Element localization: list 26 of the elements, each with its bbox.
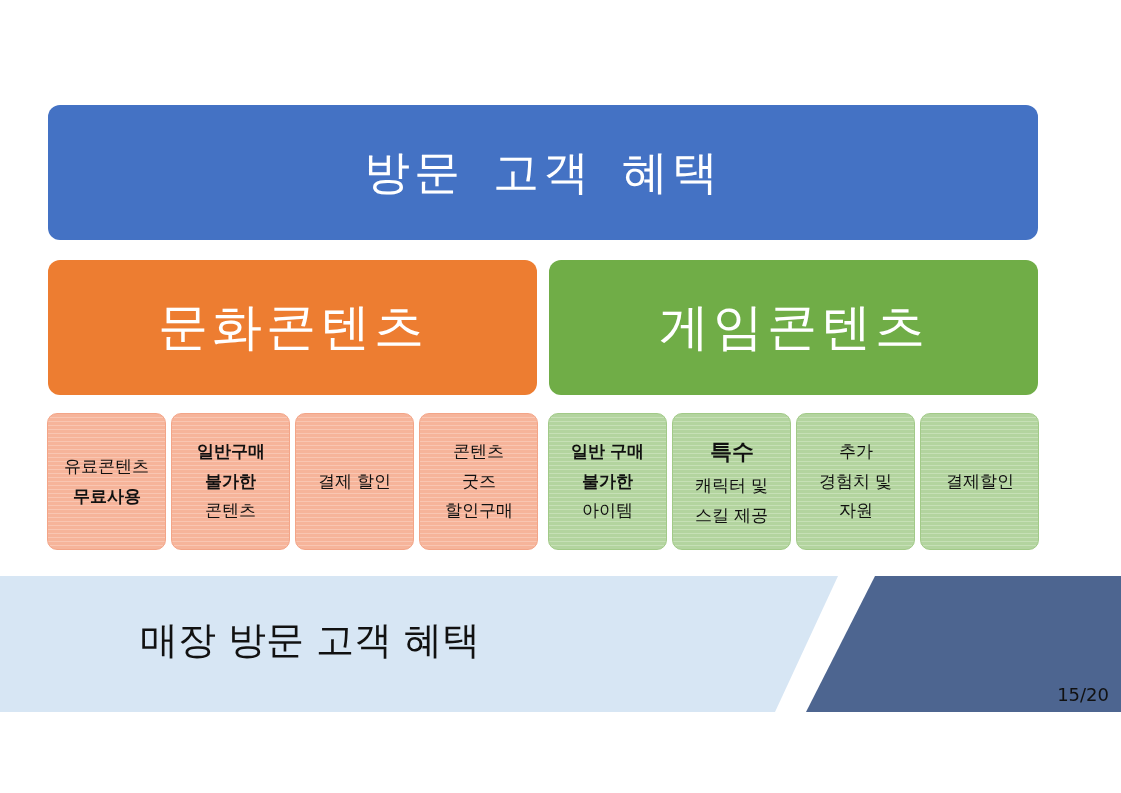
benefit-card [295, 413, 414, 550]
category-box [549, 260, 1038, 395]
benefit-card [47, 413, 166, 550]
card-text: 일반 구매 불가한 아이템 [569, 439, 646, 523]
card-text: 추가 경험치 및 자원 [817, 439, 894, 523]
card-text: 결제 할인 [316, 469, 393, 493]
benefit-card [672, 413, 791, 550]
heading-text: 문화콘텐츠 [157, 297, 428, 358]
title-banner [48, 105, 1038, 240]
category-box [48, 260, 537, 395]
card-text: 유료콘텐츠 무료사용 [63, 454, 150, 508]
benefit-card [920, 413, 1039, 550]
footer-band [0, 576, 838, 712]
benefit-card [548, 413, 667, 550]
page-number: 15/20 [1057, 684, 1109, 705]
benefit-card [796, 413, 915, 550]
heading-text: 방문 고객 혜택 [364, 143, 722, 201]
card-text: 캐릭터 및 스킬 제공 [693, 474, 770, 527]
card-text: 결제할인 [944, 469, 1015, 493]
card-text: 일반구매 불가한 콘텐츠 [195, 439, 266, 523]
benefit-card [171, 413, 290, 550]
heading-text: 게임콘텐츠 [658, 297, 929, 358]
card-heading: 특수 [708, 437, 755, 466]
footer-title: 매장 방문 고객 혜택 [140, 617, 481, 664]
benefit-card [419, 413, 538, 550]
card-text: 콘텐츠 굿즈 할인구매 [443, 439, 514, 523]
